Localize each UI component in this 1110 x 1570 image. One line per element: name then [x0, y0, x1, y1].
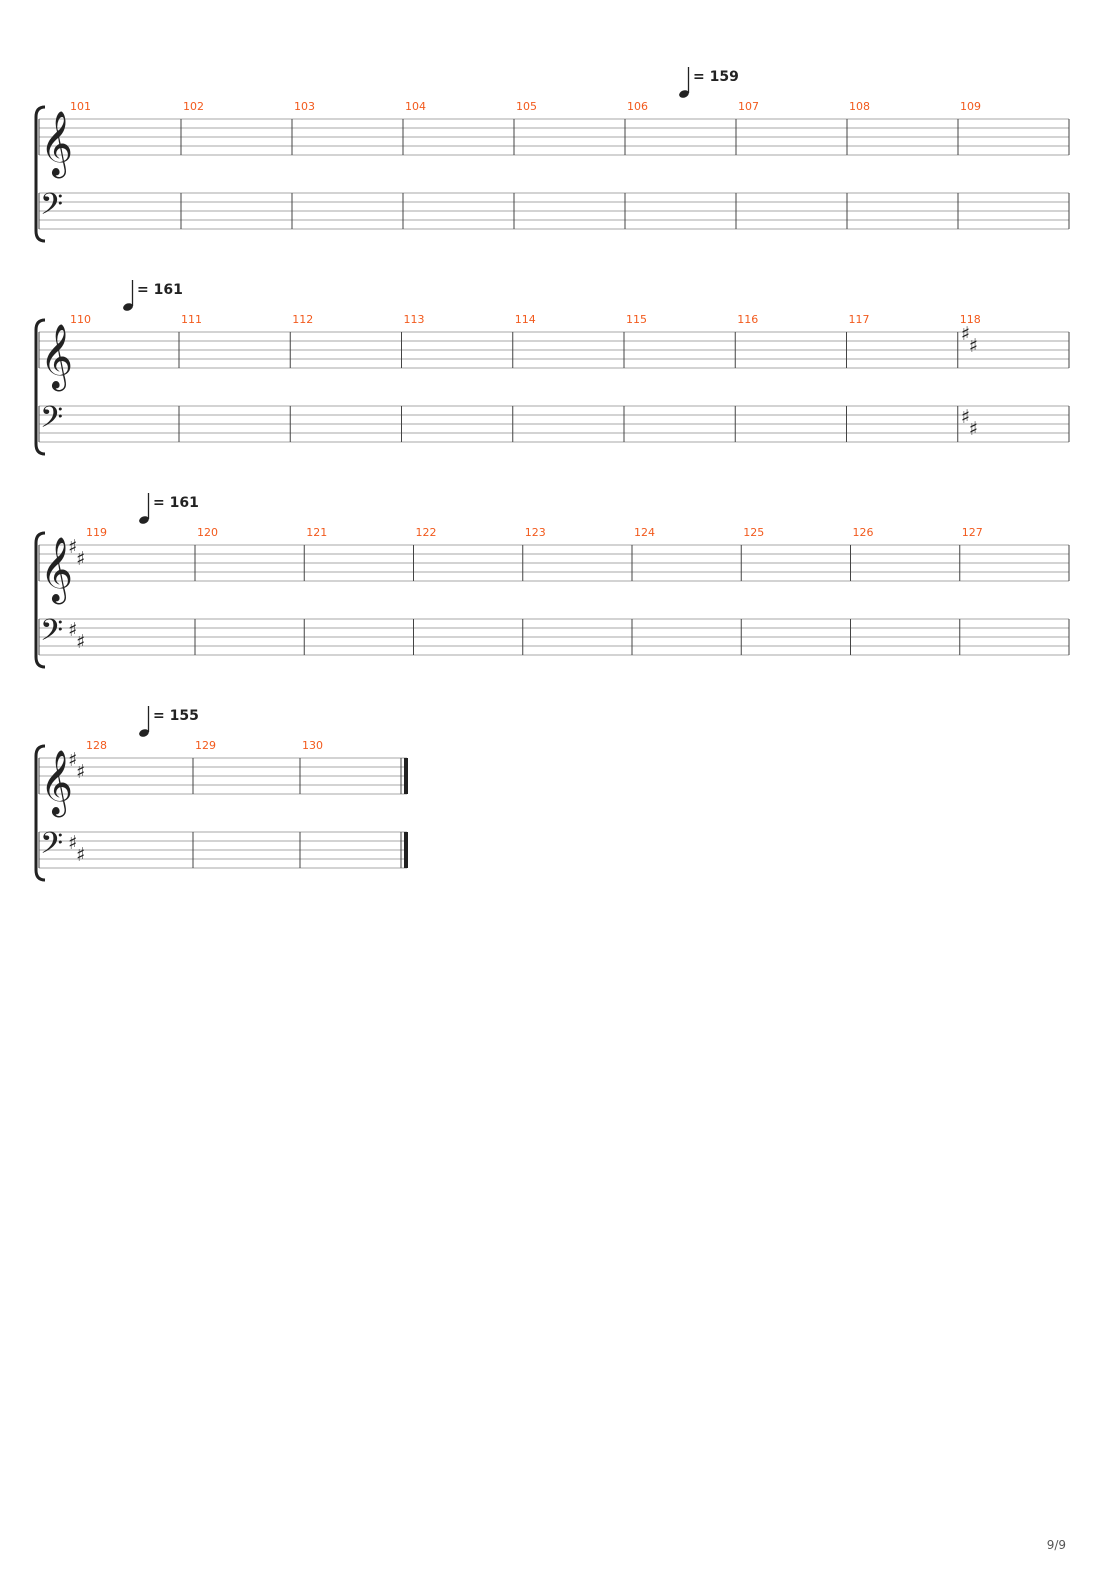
- measure-number: 127: [962, 526, 983, 539]
- key-signature-treble-sharp-2: ♯: [76, 548, 85, 570]
- bass-staff: [39, 405, 1069, 443]
- treble-staff: [39, 331, 1069, 369]
- treble-clef-icon: 𝄞: [40, 111, 73, 178]
- measure-number: 129: [195, 739, 216, 752]
- quarter-note-icon: [679, 90, 689, 98]
- quarter-note-icon: [139, 729, 149, 737]
- measure-number: 106: [627, 100, 648, 113]
- bass-staff: [39, 618, 1069, 656]
- system-1: = 159 𝄞 𝄢 101 102 103 104 105 106 107 108 109: [34, 67, 1070, 243]
- bass-clef-icon: 𝄢: [40, 614, 63, 655]
- final-barline-thick: [404, 832, 408, 868]
- key-change-treble-sharp-2: ♯: [969, 335, 978, 357]
- tempo-marking: = 161: [123, 280, 183, 311]
- measure-number: 110: [70, 313, 91, 326]
- system-bracket: [34, 105, 46, 243]
- tempo-marking: = 161: [139, 493, 199, 524]
- measure-number: 122: [416, 526, 437, 539]
- measure-number: 116: [737, 313, 758, 326]
- measure-number: 114: [515, 313, 536, 326]
- system-bracket: [34, 318, 46, 456]
- key-change-bass-sharp-2: ♯: [969, 418, 978, 440]
- measure-number: 103: [294, 100, 315, 113]
- bass-clef-icon: 𝄢: [40, 827, 63, 868]
- key-signature-treble-sharp-2: ♯: [76, 761, 85, 783]
- quarter-note-icon: [123, 303, 133, 311]
- measure-number: 109: [960, 100, 981, 113]
- key-change-bass-sharp-1: ♯: [961, 406, 970, 428]
- tempo-value: = 159: [693, 69, 739, 85]
- treble-clef-icon: 𝄞: [40, 537, 73, 604]
- tempo-marking: = 159: [679, 67, 739, 98]
- measure-number: 125: [743, 526, 764, 539]
- measure-number: 126: [853, 526, 874, 539]
- key-signature-bass-sharp-1: ♯: [68, 619, 77, 641]
- bass-staff: [39, 831, 407, 869]
- treble-staff: [39, 757, 407, 795]
- key-signature-bass-sharp-2: ♯: [76, 844, 85, 866]
- measure-number: 123: [525, 526, 546, 539]
- bass-clef-icon: 𝄢: [40, 401, 63, 442]
- measure-number: 105: [516, 100, 537, 113]
- key-signature-bass-sharp-2: ♯: [76, 631, 85, 653]
- measure-number: 119: [86, 526, 107, 539]
- measure-number: 115: [626, 313, 647, 326]
- measure-number: 121: [306, 526, 327, 539]
- bass-staff: [39, 192, 1069, 230]
- quarter-note-icon: [139, 516, 149, 524]
- measure-number: 102: [183, 100, 204, 113]
- key-signature-bass-sharp-1: ♯: [68, 832, 77, 854]
- measure-number: 107: [738, 100, 759, 113]
- measure-number: 117: [849, 313, 870, 326]
- measure-number: 130: [302, 739, 323, 752]
- tempo-value: = 161: [137, 282, 183, 298]
- key-change-treble-sharp-1: ♯: [961, 323, 970, 345]
- treble-clef-icon: 𝄞: [40, 324, 73, 391]
- measure-number: 124: [634, 526, 655, 539]
- tempo-marking: = 155: [139, 706, 199, 737]
- treble-clef-icon: 𝄞: [40, 750, 73, 817]
- system-bracket: [34, 744, 46, 882]
- key-signature-treble-sharp-1: ♯: [68, 749, 77, 771]
- treble-staff: [39, 118, 1069, 156]
- page-number: 9/9: [1046, 1538, 1066, 1552]
- measure-number: 120: [197, 526, 218, 539]
- measure-number: 108: [849, 100, 870, 113]
- key-signature-treble-sharp-1: ♯: [68, 536, 77, 558]
- measure-number: 112: [292, 313, 313, 326]
- measure-number: 101: [70, 100, 91, 113]
- treble-staff: [39, 544, 1069, 582]
- measure-number: 113: [404, 313, 425, 326]
- final-barline-thick: [404, 758, 408, 794]
- measure-number: 111: [181, 313, 202, 326]
- measure-number: 104: [405, 100, 426, 113]
- measure-number: 128: [86, 739, 107, 752]
- tempo-value: = 155: [153, 708, 199, 724]
- system-bracket: [34, 531, 46, 669]
- tempo-value: = 161: [153, 495, 199, 511]
- bass-clef-icon: 𝄢: [40, 188, 63, 229]
- measure-number: 118: [960, 313, 981, 326]
